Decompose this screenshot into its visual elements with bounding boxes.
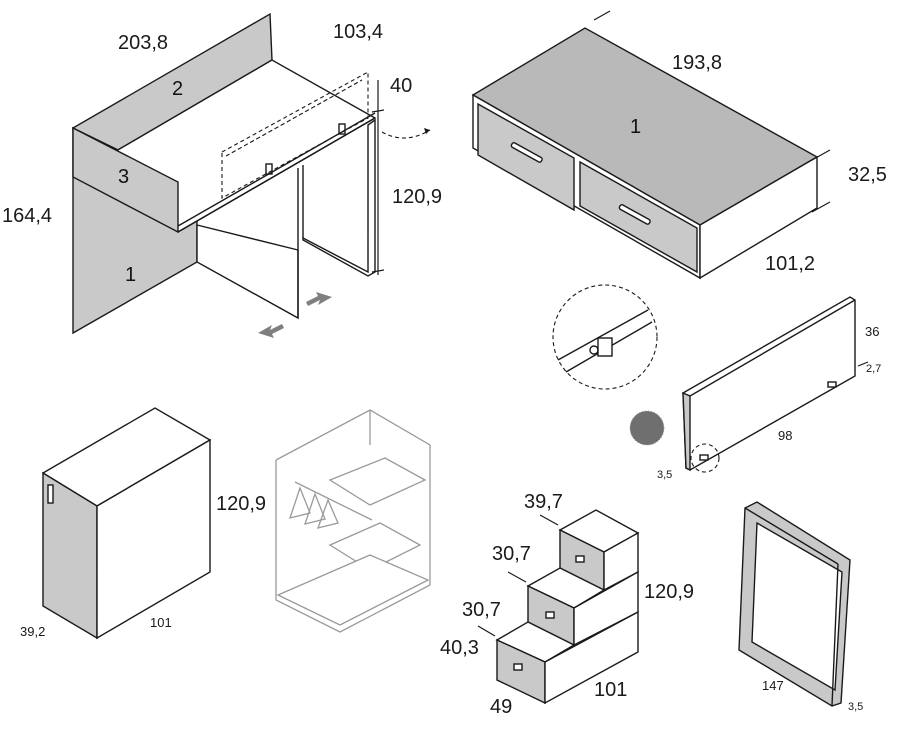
stair-unit: 39,7 30,7 30,7 40,3 120,9 49 101 bbox=[440, 491, 694, 718]
depth-label: 103,4 bbox=[333, 21, 383, 43]
cabinet-side bbox=[96, 438, 211, 640]
step-2-label: 30,7 bbox=[492, 543, 531, 565]
mirror: 147 3,5 bbox=[738, 501, 863, 713]
width-label: 203,8 bbox=[118, 32, 168, 54]
foot-label: 2,7 bbox=[866, 363, 881, 375]
foot-icon bbox=[699, 454, 709, 461]
drawer-handle-icon bbox=[575, 555, 585, 563]
tray-hinge-icon bbox=[265, 163, 273, 175]
cabinet-height-label: 120,9 bbox=[216, 493, 266, 515]
cabinet-interior bbox=[275, 409, 431, 633]
desk-leg-inner bbox=[196, 224, 299, 320]
stairs-depth-label: 49 bbox=[490, 696, 512, 718]
texture-swatch bbox=[630, 411, 664, 445]
step-3-label: 30,7 bbox=[462, 599, 501, 621]
panel-1-number: 1 bbox=[125, 264, 136, 286]
slide-arrows-icon bbox=[258, 292, 332, 338]
stairs-width-label: 101 bbox=[594, 679, 627, 701]
shelf-upper bbox=[328, 457, 427, 506]
headboard-front bbox=[682, 296, 856, 471]
top-number: 1 bbox=[630, 116, 641, 138]
tray-hinge-icon bbox=[338, 123, 346, 135]
door-handle-icon bbox=[47, 484, 54, 504]
desk-height-label: 120,9 bbox=[392, 186, 442, 208]
height-label: 32,5 bbox=[848, 164, 887, 186]
drawer-base: 193,8 32,5 101,2 1 bbox=[471, 10, 887, 280]
drawer-handle-icon bbox=[618, 204, 651, 225]
base-side bbox=[699, 155, 818, 280]
foot-detail-icon bbox=[597, 337, 613, 357]
cabinet-depth-label: 39,2 bbox=[20, 624, 45, 639]
mirror-length-label: 147 bbox=[762, 678, 784, 693]
cabinet-width-label: 101 bbox=[150, 615, 172, 630]
headboard-length-label: 98 bbox=[778, 428, 792, 443]
cabinet: 120,9 39,2 101 bbox=[20, 407, 266, 640]
drawer-left bbox=[477, 102, 575, 212]
headboard-panel: 36 2,7 98 3,5 bbox=[552, 284, 881, 481]
panel-2-number: 2 bbox=[172, 78, 183, 100]
drawer-handle-icon bbox=[545, 611, 555, 619]
thickness-label: 3,5 bbox=[657, 469, 672, 481]
stairs-height-label: 120,9 bbox=[644, 581, 694, 603]
pullout-tray-outline bbox=[221, 71, 369, 199]
depth-label: 101,2 bbox=[765, 253, 815, 275]
step-bottom-label: 40,3 bbox=[440, 637, 479, 659]
detail-marker bbox=[690, 443, 720, 473]
headboard-height-label: 36 bbox=[865, 324, 879, 339]
panel-3-number: 3 bbox=[118, 166, 129, 188]
mirror-glass bbox=[751, 521, 843, 692]
height-label: 164,4 bbox=[2, 205, 52, 227]
step-top-label: 39,7 bbox=[524, 491, 563, 513]
drawer-handle-icon bbox=[510, 142, 543, 163]
length-label: 193,8 bbox=[672, 52, 722, 74]
bed-desk-unit: 203,8 103,4 40 164,4 120,9 2 3 1 bbox=[2, 12, 442, 338]
drawer-handle-icon bbox=[513, 663, 523, 671]
shelf-bottom bbox=[276, 554, 430, 626]
desk-leg-right bbox=[302, 118, 376, 277]
swing-arc bbox=[381, 129, 431, 139]
headboard-edge bbox=[682, 391, 691, 472]
hanger-icon bbox=[289, 486, 339, 529]
tray-label: 40 bbox=[390, 75, 412, 97]
detail-magnifier bbox=[552, 284, 658, 390]
mirror-thickness-label: 3,5 bbox=[848, 701, 863, 713]
foot-icon bbox=[827, 381, 837, 388]
